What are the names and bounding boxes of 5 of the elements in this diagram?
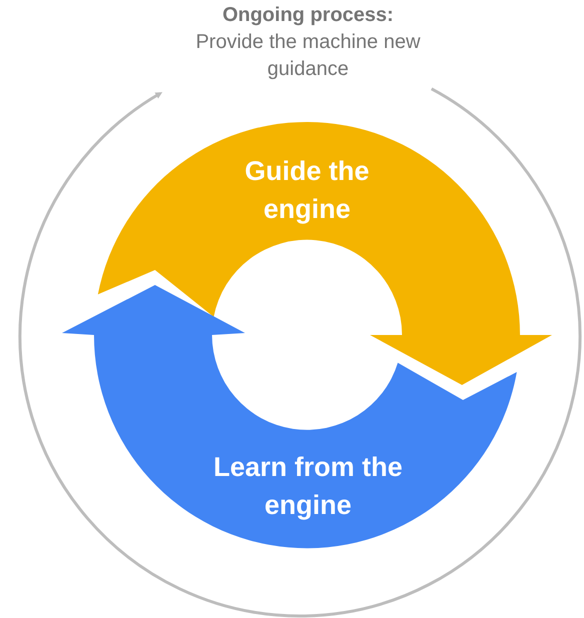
description-text: Provide the machine new guidance [194, 30, 422, 82]
heading-text: Ongoing process: [222, 3, 394, 28]
cycle-arrow [18, 88, 581, 617]
arrow-label: Learn from the engine [212, 451, 404, 522]
arrow-label: Guide the engine [244, 155, 370, 226]
